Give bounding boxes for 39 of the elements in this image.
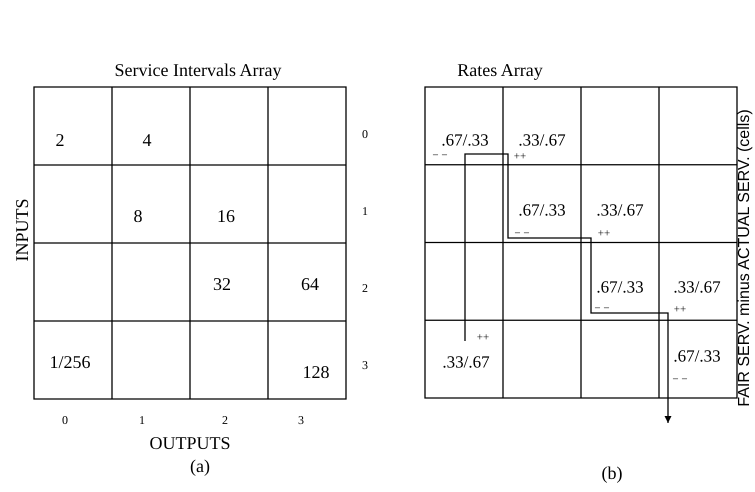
axis-title: INPUTS: [13, 198, 31, 262]
cell-value: .67/.33: [441, 132, 489, 148]
cell-value: .33/.67: [518, 132, 566, 148]
cell-value: 1/256: [50, 353, 90, 371]
cell-value: .67/.33: [518, 202, 566, 218]
sign-mark: − −: [432, 150, 448, 162]
sign-mark: − −: [672, 374, 688, 386]
sign-mark: ++: [476, 332, 490, 344]
array-title: Rates Array: [457, 61, 543, 79]
axis-title: FAIR SERV. minus ACTUAL SERV. (cells): [737, 109, 753, 407]
cell-value: .67/.33: [596, 278, 644, 296]
sign-mark: ++: [514, 152, 526, 162]
sign-mark: ++: [598, 228, 610, 240]
cell-value: 2: [56, 131, 64, 149]
cell-value: .33/.67: [596, 202, 644, 218]
column-index: 0: [62, 414, 68, 426]
panel-caption: (a): [190, 457, 210, 475]
cell-value: 32: [213, 275, 231, 293]
sign-mark: − −: [514, 228, 530, 240]
sign-mark: ++: [674, 304, 686, 316]
panel-caption: (b): [602, 464, 622, 482]
cell-value: .33/.67: [442, 354, 490, 370]
array-title: Service Intervals Array: [114, 61, 282, 79]
cell-value: 128: [302, 363, 330, 381]
cell-value: 64: [301, 275, 319, 293]
cell-value: 4: [142, 131, 152, 149]
cell-value: 8: [134, 207, 142, 225]
sign-mark: − −: [594, 304, 610, 314]
cell-value: 16: [217, 207, 235, 225]
cell-value: .67/.33: [673, 348, 721, 364]
column-index: 1: [139, 414, 145, 426]
row-index: 3: [362, 359, 368, 371]
axis-title: OUTPUTS: [150, 434, 230, 452]
column-index: 2: [222, 414, 228, 426]
row-index: 2: [362, 282, 368, 294]
column-index: 3: [298, 414, 304, 426]
cell-value: .33/.67: [673, 278, 721, 296]
row-index: 1: [362, 205, 368, 217]
row-index: 0: [362, 128, 368, 140]
